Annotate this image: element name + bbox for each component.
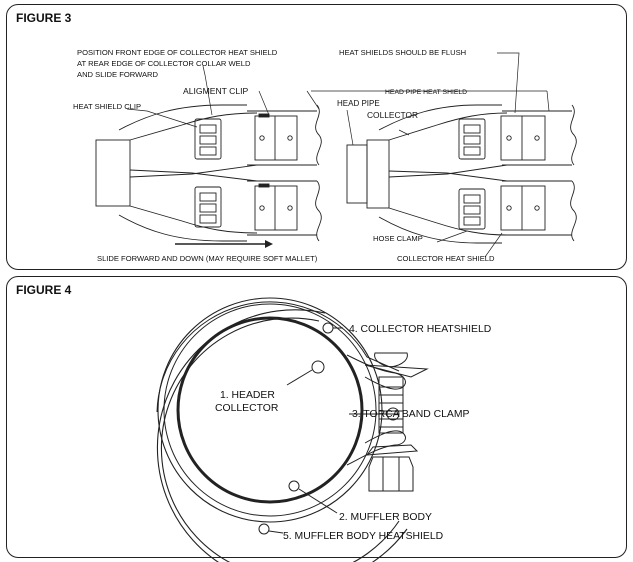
label-position-line2: AT REAR EDGE OF COLLECTOR COLLAR WELD	[77, 59, 251, 68]
figure-3-title: FIGURE 3	[16, 11, 72, 25]
right-heat-shield-clip-upper	[458, 118, 486, 160]
left-heat-shield-clip-upper	[194, 118, 222, 160]
label-alignment-clip: ALIGMENT CLIP	[183, 86, 249, 96]
muffler-body-heatshield-arc	[156, 309, 408, 562]
label-header-line1: 1. HEADER	[220, 390, 275, 401]
label-head-pipe: HEAD PIPE	[337, 99, 380, 108]
right-collector-assembly	[346, 104, 577, 244]
label-slide-forward: SLIDE FORWARD AND DOWN (MAY REQUIRE SOFT…	[97, 254, 318, 263]
right-collector-outlet	[346, 144, 368, 204]
figure-3-diagram: POSITION FRONT EDGE OF COLLECTOR HEAT SH…	[73, 48, 577, 263]
label-hose-clamp: HOSE CLAMP	[373, 234, 423, 243]
left-collector-outlet	[95, 139, 131, 207]
figure-3-leader-lines	[126, 52, 550, 258]
right-heat-shield-clip-lower	[458, 188, 486, 230]
right-head-pipe-heat-shield-lower	[500, 185, 546, 231]
label-muffler-body: 2. MUFFLER BODY	[339, 512, 432, 523]
figure-4-diagram: 4. COLLECTOR HEATSHIELD 1. HEADER COLLEC…	[156, 297, 491, 562]
muffler-body-circle	[157, 297, 383, 523]
label-collector-heat-shield: COLLECTOR HEAT SHIELD	[397, 254, 495, 263]
header-collector-circle	[176, 316, 364, 504]
label-head-pipe-heat-shield: HEAD PIPE HEAT SHIELD	[385, 89, 467, 96]
right-head-pipe-heat-shield-upper	[500, 115, 546, 161]
label-position-line3: AND SLIDE FORWARD	[77, 70, 159, 79]
left-head-pipe-heat-shield-lower	[254, 185, 298, 231]
left-heat-shield-clip-lower	[194, 186, 222, 228]
figure-4-callouts	[258, 322, 400, 535]
label-header-line2: COLLECTOR	[215, 403, 279, 414]
torca-band-clamp	[346, 352, 429, 492]
left-head-pipe-heat-shield-upper	[254, 115, 298, 161]
figure-4-title: FIGURE 4	[16, 283, 72, 297]
label-torca-band-clamp: 3. TORCA BAND CLAMP	[352, 409, 469, 420]
label-flush: HEAT SHIELDS SHOULD BE FLUSH	[339, 48, 466, 57]
figure-4-panel: FIGURE 4	[6, 276, 627, 562]
label-collector-heatshield: 4. COLLECTOR HEATSHIELD	[349, 324, 491, 335]
label-muffler-body-heatshield: 5. MUFFLER BODY HEATSHIELD	[283, 531, 443, 542]
label-position-line1: POSITION FRONT EDGE OF COLLECTOR HEAT SH…	[77, 48, 278, 57]
label-collector: COLLECTOR	[367, 110, 418, 120]
label-heat-shield-clip: HEAT SHIELD CLIP	[73, 102, 141, 111]
figure-3-panel: FIGURE 3	[6, 4, 627, 270]
clamp-top-cap	[374, 352, 408, 368]
clamp-nut	[368, 456, 414, 492]
left-collector-assembly	[95, 104, 322, 242]
